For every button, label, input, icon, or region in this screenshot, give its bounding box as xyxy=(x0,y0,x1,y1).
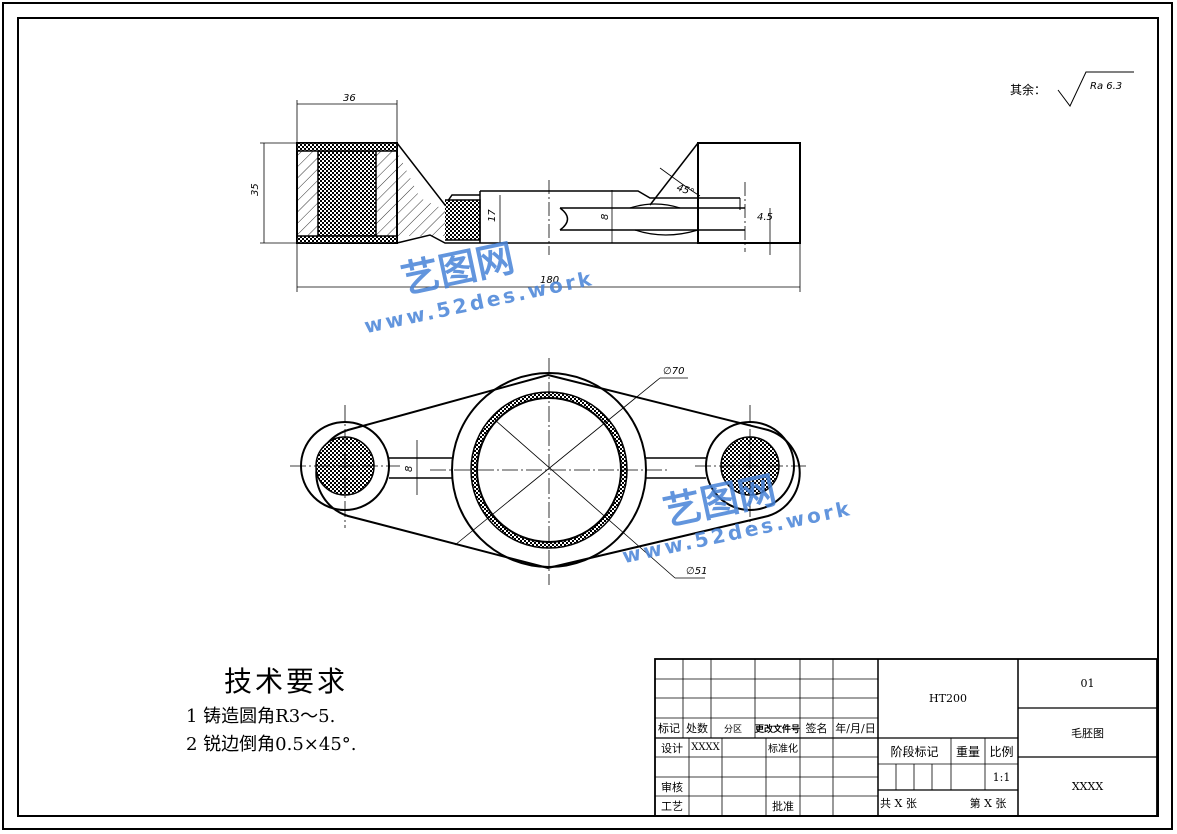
dimension-180: 180 xyxy=(540,275,559,286)
tech-requirement-2: 2 锐边倒角0.5×45°. xyxy=(186,734,357,755)
process-label: 工艺 xyxy=(661,800,683,813)
designer-name: XXXX xyxy=(691,742,720,753)
rev-mark-label: 标记 xyxy=(658,722,680,735)
dimension-8-top: 8 xyxy=(404,466,415,472)
dimension-dia-51: ∅51 xyxy=(686,566,707,577)
drawing-name: 毛胚图 xyxy=(1071,726,1104,740)
section-dimensions xyxy=(260,100,801,292)
surface-finish-symbol xyxy=(1057,71,1134,107)
scale-value: 1:1 xyxy=(992,770,1011,784)
rev-count-label: 处数 xyxy=(686,722,708,735)
stage-mark-label: 阶段标记 xyxy=(890,744,939,759)
section-view xyxy=(296,142,801,255)
review-label: 审核 xyxy=(661,780,683,794)
dimension-45-degree: 45° xyxy=(675,182,695,198)
dimension-4-5: 4.5 xyxy=(757,212,773,223)
tech-requirements-title: 技术要求 xyxy=(224,665,349,698)
design-label: 设计 xyxy=(661,741,683,755)
title-block-grid xyxy=(654,658,1158,817)
rev-date-label: 年/月/日 xyxy=(835,722,876,735)
top-view xyxy=(290,358,806,585)
scale-label: 比例 xyxy=(989,744,1014,759)
drawing-number: 01 xyxy=(1080,677,1095,690)
tech-requirement-1: 1 铸造圆角R3～5. xyxy=(186,706,336,727)
approve-label: 批准 xyxy=(772,800,794,813)
surface-finish-prefix: 其余： xyxy=(1010,82,1046,97)
sheet-number: 第 X 张 xyxy=(969,797,1007,810)
dimension-17: 17 xyxy=(487,209,498,222)
top-view-dimension-texts: ∅70 8 ∅51 xyxy=(404,366,707,577)
surface-finish-value: Ra 6.3 xyxy=(1090,81,1122,92)
rev-sign-label: 签名 xyxy=(805,722,828,735)
company-name: XXXX xyxy=(1071,780,1104,793)
title-block: HT200 01 毛胚图 XXXX 标记 处数 分区 更改文件号 签名 年/月/… xyxy=(655,659,1157,816)
sheets-total: 共 X 张 xyxy=(880,797,917,810)
dimension-36: 36 xyxy=(343,93,356,104)
rev-zone-label: 分区 xyxy=(723,724,742,735)
dimension-dia-70: ∅70 xyxy=(663,366,684,377)
drawing-inner-border xyxy=(17,17,1159,817)
dimension-35: 35 xyxy=(250,183,261,196)
rev-doc-label: 更改文件号 xyxy=(755,724,801,735)
standardize-label: 标准化 xyxy=(768,744,798,755)
dimension-8-side: 8 xyxy=(600,214,611,220)
material: HT200 xyxy=(929,692,967,705)
weight-label: 重量 xyxy=(955,744,980,759)
